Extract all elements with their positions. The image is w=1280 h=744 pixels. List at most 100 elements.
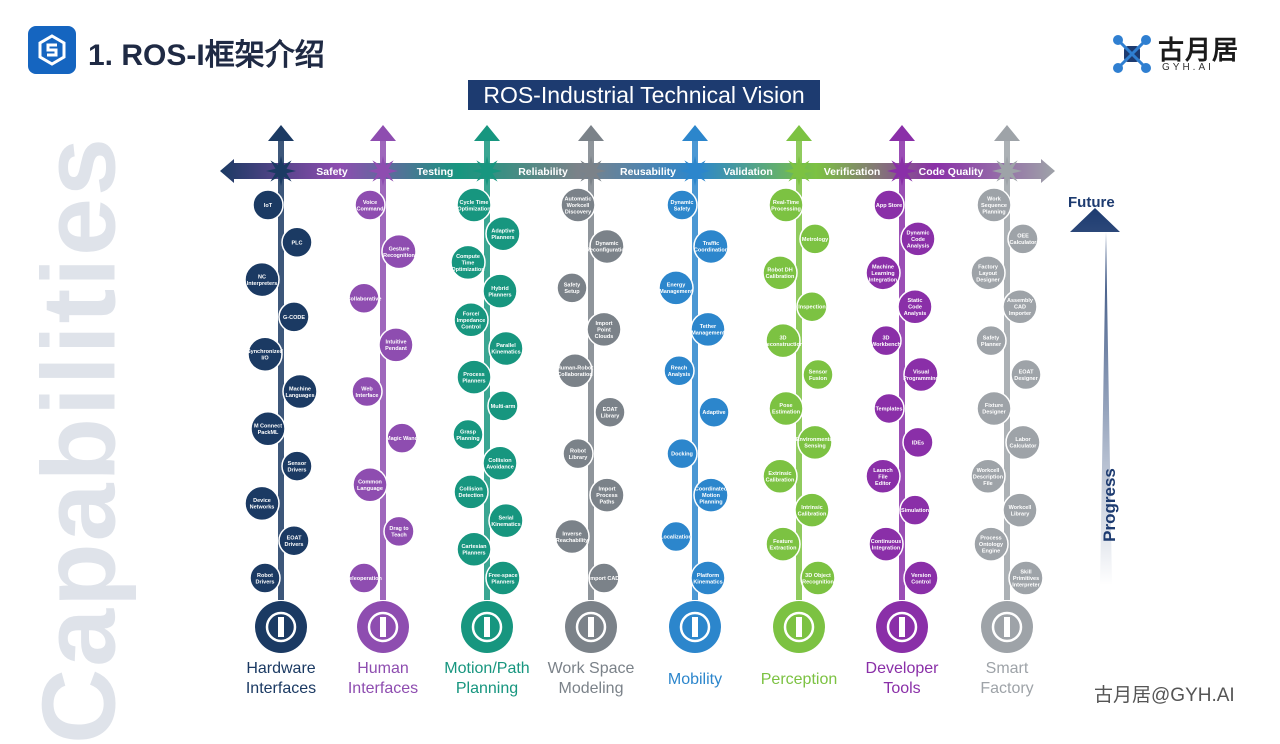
capability-bubble: FixtureDesigner [977,391,1011,425]
capability-label: Coordination [694,248,729,254]
capability-label: Interpreters [247,281,278,287]
capability-label: Planners [491,579,514,585]
capability-label: Teach [391,533,407,539]
person-icon [357,601,409,653]
capability-bubble: SafetySetup [557,273,587,303]
capability-label: Labor [1015,437,1031,443]
capability-label: Human-Robot [557,366,594,372]
capability-label: Process [980,536,1001,542]
capability-label: Sequence [981,203,1007,209]
toolbox-icon [876,601,928,653]
capability-label: Continuous [871,539,902,545]
banner-label: Reliability [518,166,568,178]
capability-label: Safety [564,283,581,289]
capability-label: Import CAD [589,576,620,582]
capability-bubble: MachineLearningIntegration [866,256,900,290]
capability-label: Planners [462,378,485,384]
column-burst [992,156,1022,186]
capability-label: Traffic [703,241,720,247]
capability-label: Layout [979,271,997,277]
capability-label: Inverse [562,531,581,537]
banner-label: Code Quality [919,166,984,178]
capability-label: Coordinated [695,487,727,493]
capability-label: Command [357,206,384,212]
capability-label: Adaptive [491,228,514,234]
capability-bubble: 3DWorkbench [871,326,902,356]
capability-label: Multi-arm [491,404,516,410]
capability-label: Recognition [383,253,415,259]
capability-label: Import [595,321,612,327]
capability-label: Serial [499,515,514,521]
capability-label: Metrology [802,237,829,243]
capability-label: Docking [671,452,693,458]
capability-label: Synchronized [247,349,283,355]
capability-bubble: Localization [660,522,692,552]
capability-label: Sensor [809,369,829,375]
column-burst [576,156,606,186]
capability-label: Library [569,455,589,461]
capability-label: Recognition [802,579,834,585]
capability-label: Workbench [871,342,901,348]
column-label: Motion/Path Planning [432,659,542,699]
capability-label: Description [973,474,1004,480]
capability-label: Estimation [772,410,801,416]
column-arrowhead [370,125,396,141]
capability-label: Analysis [907,243,930,249]
column-label: Human Interfaces [328,659,438,699]
capability-label: Calculator [1010,240,1038,246]
capability-bubble: VersionControl [904,561,938,595]
column-burst [887,156,917,186]
capability-label: Grasp [460,429,477,435]
column-arrowhead [682,125,708,141]
capability-label: Pose [779,403,792,409]
capability-bubble: ContinuousIntegration [869,527,903,561]
capability-label: Feature [773,539,793,545]
capability-label: Environmental [796,437,835,443]
capability-bubble: Inspection [797,292,827,322]
capability-label: Learning [871,271,894,277]
capability-label: Safety [674,206,691,212]
capability-label: Gesture [389,246,410,252]
capability-label: Dynamic [671,200,694,206]
column-label: Smart Factory [952,659,1062,699]
factory-icon [981,601,1033,653]
column-burst [368,156,398,186]
progress-label: Progress [1100,468,1120,542]
capability-label: Discovery [565,210,592,216]
capability-bubble: OEECalculator [1008,224,1038,254]
capability-label: Process [463,372,484,378]
capability-bubble: DynamicCodeAnalysis [901,222,935,256]
capability-bubble: IoT [253,190,283,220]
capability-label: EOAT [1019,369,1035,375]
capability-label: Collision [459,487,483,493]
capability-label: Designer [1014,376,1038,382]
capability-bubble: IntuitivePendant [379,328,413,362]
capability-label: G-CODE [283,315,305,321]
capability-label: Language [357,486,383,492]
capability-label: Editor [875,481,892,487]
capability-label: Dynamic [596,241,619,247]
capability-bubble: Import CAD [589,563,620,593]
future-label: Future [1068,194,1115,211]
capability-bubble: G-CODE [279,302,309,332]
capability-label: Work [987,197,1002,203]
capability-label: Collaboration [557,372,593,378]
capability-label: Control [461,324,481,330]
capability-label: Extrinsic [768,471,791,477]
ros-workspace-icon [565,601,617,653]
banner-label: Testing [417,166,454,178]
capability-label: Inspection [798,305,826,311]
capability-label: Machine [289,386,311,392]
capability-label: Programming [903,376,939,382]
column-burst [266,156,296,186]
capability-label: Sensor [288,461,308,467]
capability-bubble: IDEs [903,427,933,457]
capability-label: Intuitive [385,340,406,346]
capability-label: Extraction [770,545,798,551]
